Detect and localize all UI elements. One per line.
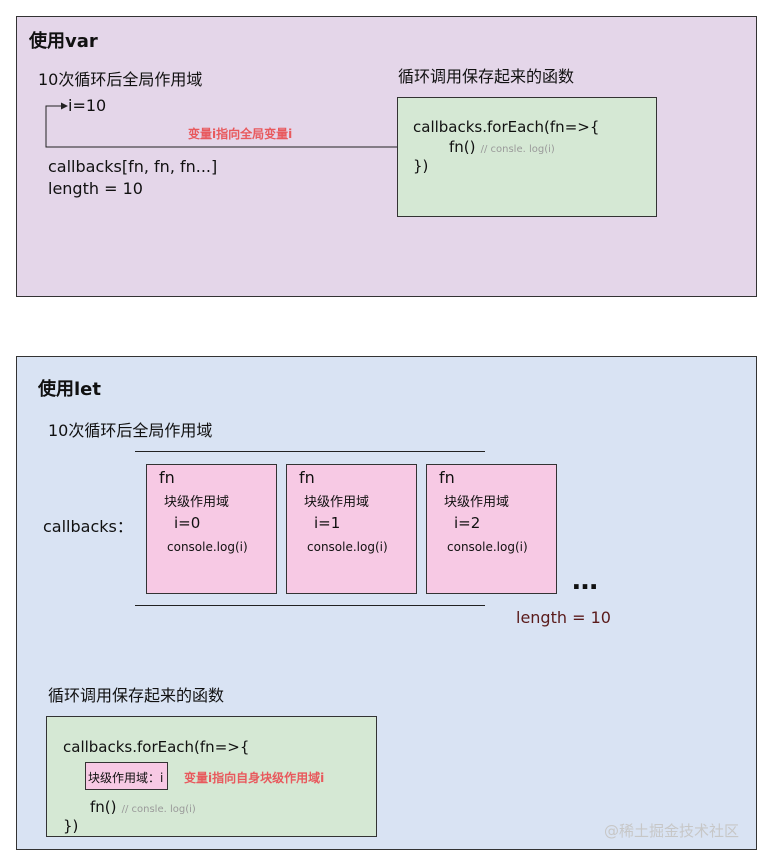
fn-box-2 — [426, 464, 557, 594]
let-global-scope-title: 10次循环后全局作用域 — [48, 421, 213, 440]
fn-label-0: fn — [159, 468, 175, 487]
var-function-title: 循环调用保存起来的函数 — [398, 67, 575, 86]
var-code-box — [397, 97, 657, 217]
inner-scope-label: 块级作用域：i — [88, 771, 164, 785]
fn-box-0 — [146, 464, 277, 594]
console-log-2: console.log(i) — [447, 540, 528, 554]
var-i-value: i=10 — [68, 96, 107, 115]
var-pointer-arrow — [45, 102, 397, 148]
var-code-fn-line: fn() // consle. log(i) — [449, 137, 555, 156]
block-scope-label-0: 块级作用域 — [164, 495, 230, 510]
console-log-1: console.log(i) — [307, 540, 388, 554]
let-pointer-label: 变量i指向自身块级作用域i — [184, 771, 325, 785]
var-code-line1: callbacks.forEach(fn=>{ — [413, 118, 600, 136]
let-panel-title: 使用let — [38, 379, 101, 400]
array-bottom-line — [135, 605, 485, 606]
let-code-fn: fn() — [90, 798, 117, 816]
var-pointer-label: 变量i指向全局变量i — [188, 127, 293, 141]
ellipsis: … — [572, 566, 598, 596]
var-code-fn: fn() — [449, 138, 476, 156]
var-length-text: length = 10 — [48, 179, 143, 198]
block-scope-label-1: 块级作用域 — [304, 495, 370, 510]
let-code-comment: // consle. log(i) — [121, 804, 196, 815]
let-code-fn-line: fn() // consle. log(i) — [90, 797, 196, 816]
var-callbacks-text: callbacks[fn, fn, fn...] — [48, 157, 218, 176]
let-length-text: length = 10 — [516, 608, 611, 627]
i-value-1: i=1 — [314, 514, 341, 532]
array-top-line — [135, 451, 485, 452]
i-value-2: i=2 — [454, 514, 481, 532]
var-code-close: }) — [413, 157, 429, 175]
fn-label-2: fn — [439, 468, 455, 487]
let-code-line1: callbacks.forEach(fn=>{ — [63, 738, 250, 756]
let-code-close: }) — [63, 817, 79, 835]
block-scope-label-2: 块级作用域 — [444, 495, 510, 510]
let-callbacks-label: callbacks： — [43, 517, 133, 536]
fn-box-1 — [286, 464, 417, 594]
i-value-0: i=0 — [174, 514, 201, 532]
watermark: @稀土掘金技术社区 — [604, 822, 740, 840]
let-function-title: 循环调用保存起来的函数 — [48, 686, 225, 705]
console-log-0: console.log(i) — [167, 540, 248, 554]
var-code-comment: // consle. log(i) — [480, 144, 555, 155]
var-global-scope-title: 10次循环后全局作用域 — [38, 70, 203, 89]
inner-scope-box — [85, 762, 168, 790]
var-panel-title: 使用var — [29, 31, 98, 52]
fn-label-1: fn — [299, 468, 315, 487]
